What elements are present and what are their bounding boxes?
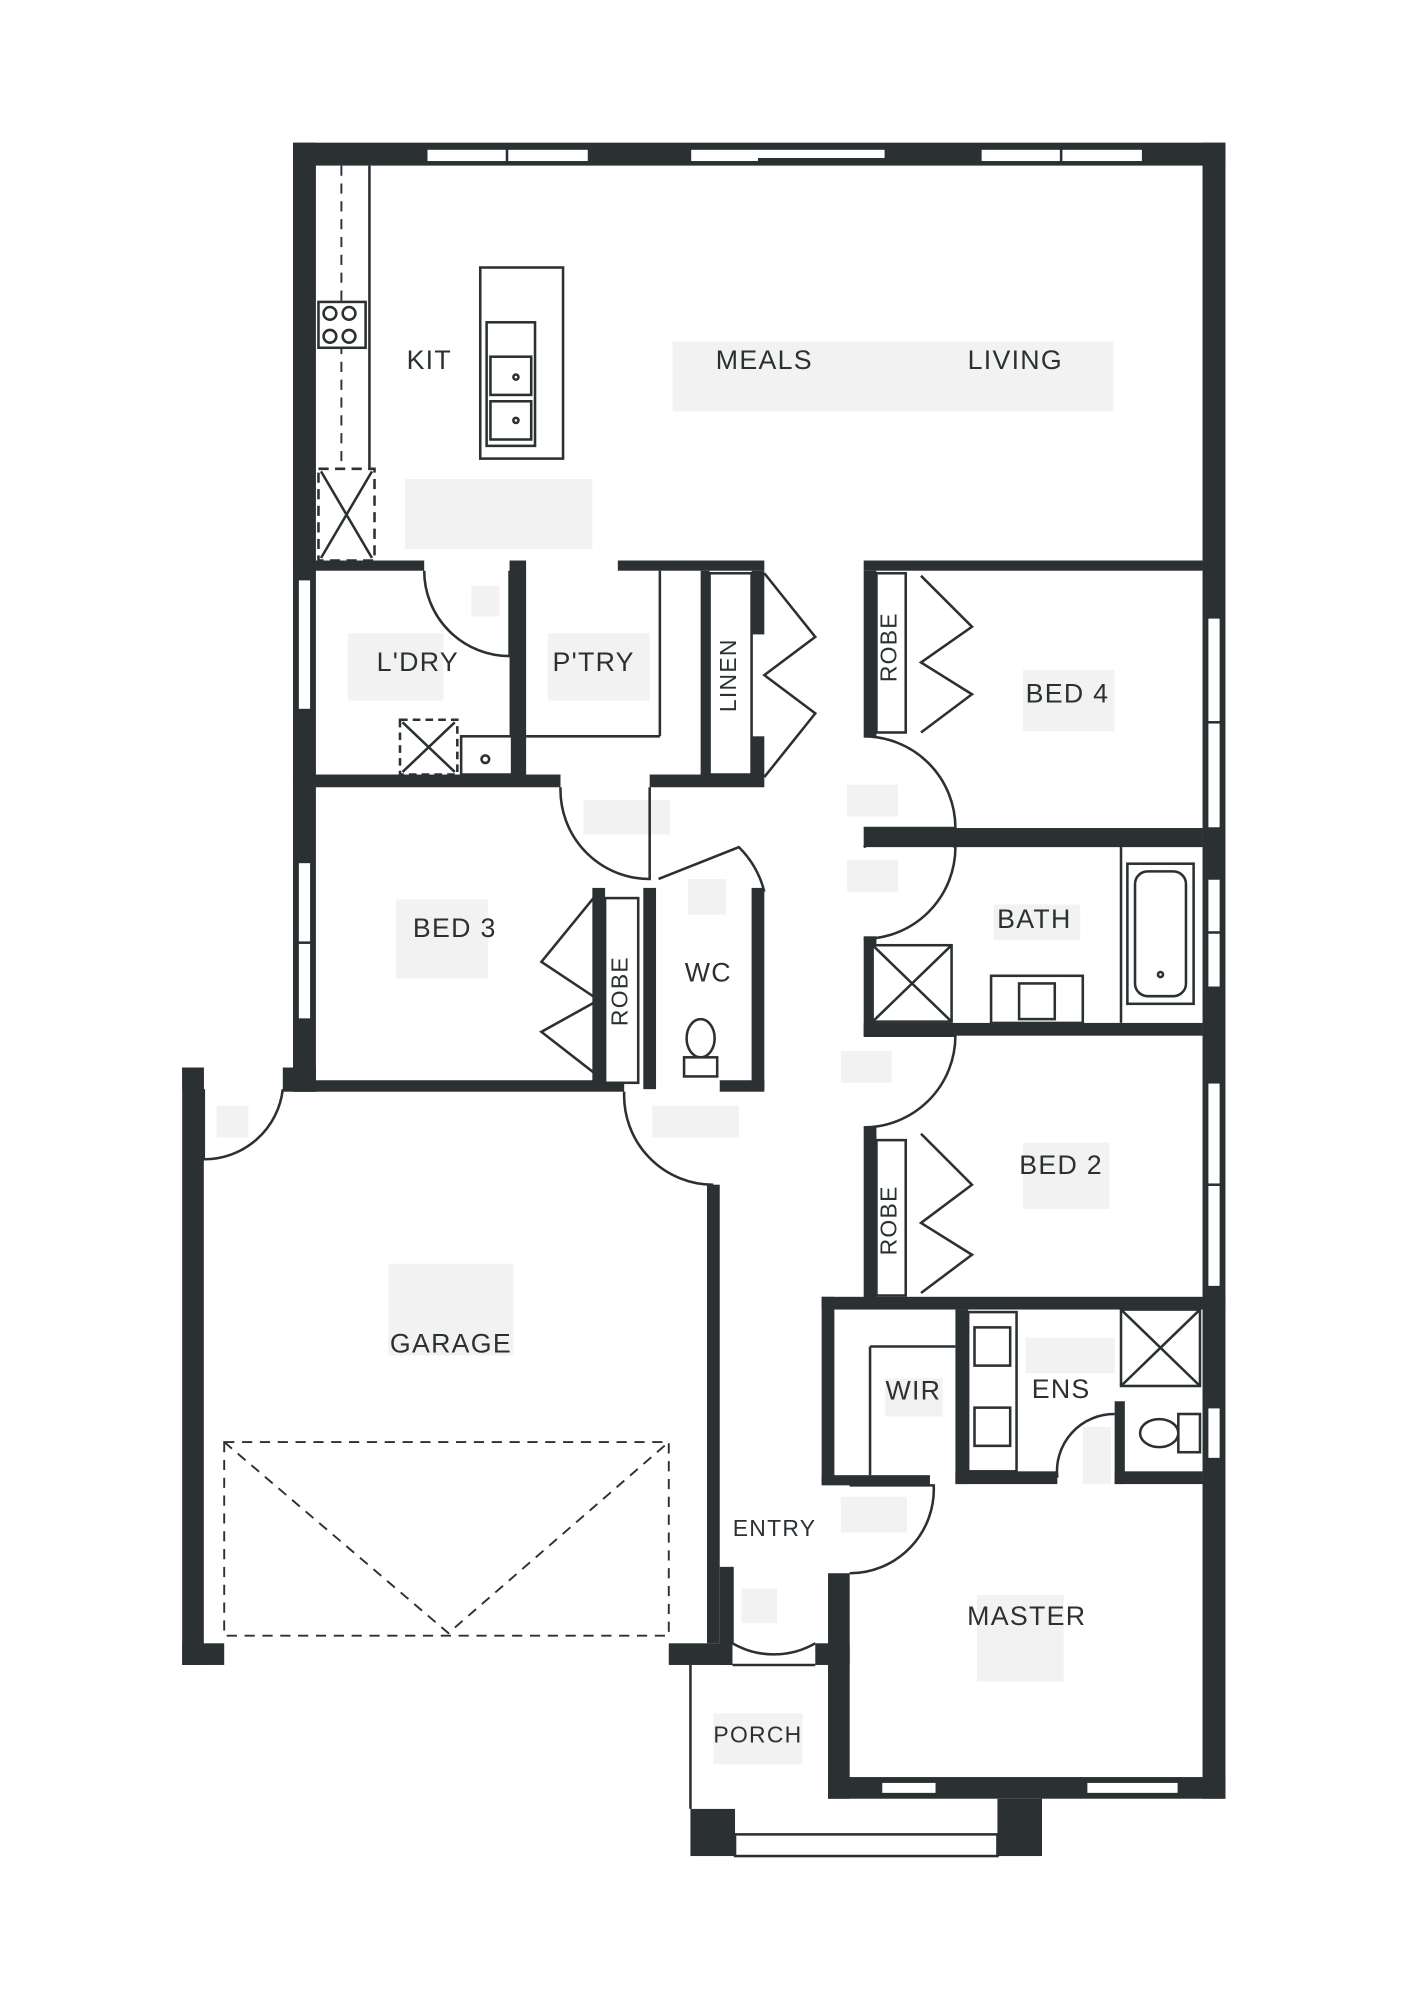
doors	[202, 570, 1115, 1656]
kitchen-island	[478, 266, 565, 460]
window-laundry	[297, 578, 312, 711]
window-bed2	[1206, 1082, 1222, 1288]
label-robe-bed3: ROBE	[607, 956, 633, 1026]
room-labels: KIT MEALS LIVING L'DRY P'TRY LINEN ROBE …	[377, 345, 1110, 1747]
window-kitchen	[425, 148, 590, 163]
kitchen-bench	[317, 165, 376, 562]
garage-door	[223, 1441, 670, 1637]
label-master: MASTER	[967, 1601, 1086, 1631]
robes	[603, 571, 907, 1297]
laundry-fixtures	[398, 718, 514, 776]
label-wc: WC	[685, 958, 732, 988]
window-living	[980, 148, 1144, 163]
ensuite-fixtures	[966, 1308, 1202, 1473]
windows	[297, 148, 1222, 1795]
label-kit: KIT	[407, 345, 452, 375]
label-ens: ENS	[1032, 1374, 1091, 1404]
label-bath: BATH	[997, 904, 1071, 934]
label-garage: GARAGE	[390, 1328, 512, 1358]
label-ptry: P'TRY	[552, 647, 634, 677]
label-bed3: BED 3	[413, 913, 497, 943]
toilet-icon	[682, 1017, 719, 1078]
label-entry: ENTRY	[733, 1515, 817, 1541]
label-ldry: L'DRY	[377, 647, 459, 677]
window-bath	[1206, 878, 1222, 989]
label-robe-bed4: ROBE	[875, 612, 901, 682]
internal-walls	[292, 560, 1226, 1486]
window-bed4	[1206, 617, 1222, 829]
window-master-1	[880, 1781, 938, 1795]
label-bed2: BED 2	[1019, 1150, 1103, 1180]
label-linen: LINEN	[715, 638, 741, 712]
label-wir: WIR	[885, 1375, 941, 1405]
label-meals: MEALS	[716, 345, 813, 375]
label-living: LIVING	[968, 345, 1063, 375]
cooktop-icon	[317, 300, 367, 350]
bathtub-icon	[1126, 862, 1195, 1006]
label-porch: PORCH	[713, 1721, 802, 1747]
label-bed4: BED 4	[1026, 679, 1110, 709]
shower-icon	[871, 943, 953, 1023]
window-master-2	[1085, 1781, 1180, 1795]
window-bed3	[297, 861, 312, 1020]
vanity-icon	[989, 974, 1085, 1025]
window-meals	[689, 148, 887, 163]
label-robe-bed2: ROBE	[875, 1185, 901, 1255]
label-shading	[216, 341, 1115, 1765]
window-ensuite	[1206, 1406, 1222, 1460]
